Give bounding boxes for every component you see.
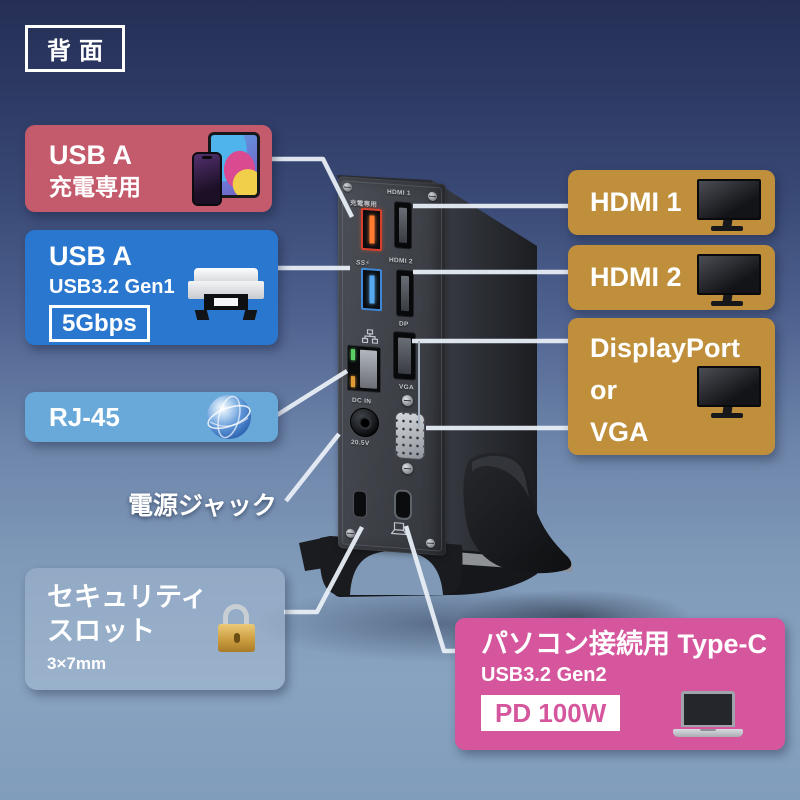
panel-screw <box>343 182 352 193</box>
panel-screw <box>428 191 437 202</box>
panel-screw <box>346 528 355 539</box>
stand-rear-foot-left <box>299 536 337 571</box>
security-slot-port <box>353 490 367 519</box>
line-rj45 <box>275 369 349 417</box>
callout-hdmi1: HDMI 1 <box>568 170 775 235</box>
callout-power-jack: 電源ジャック <box>128 492 277 520</box>
stand-rear-leg <box>455 452 572 574</box>
dp-port-label: DP <box>399 320 409 329</box>
hdmi2-title: HDMI 2 <box>590 262 682 292</box>
speed-badge: 5Gbps <box>49 304 150 342</box>
typec-title: パソコン接続用 Type-C <box>481 629 768 659</box>
globe-icon <box>207 395 251 439</box>
rj45-title: RJ-45 <box>49 401 120 432</box>
vga-screw <box>402 462 413 475</box>
pd-power-badge: PD 100W <box>481 694 621 732</box>
ss-usb-logo: SS⚡ <box>356 259 371 268</box>
hdmi1-port <box>394 201 412 250</box>
usb-charge-title: USB A <box>49 140 133 170</box>
voltage-label: 20.5V <box>351 438 370 448</box>
callout-hdmi2: HDMI 2 <box>568 245 775 310</box>
callout-security-slot: セキュリティ スロット 3×7mm <box>25 568 285 690</box>
callout-usb-a-charge: USB A 充電専用 <box>25 125 272 212</box>
dp-vga-line1: DisplayPort <box>590 333 741 363</box>
usb-charge-subtitle: 充電専用 <box>49 173 141 200</box>
displayport-port <box>393 331 416 381</box>
rj45-port <box>347 344 381 394</box>
usb-a-charge-port <box>361 207 382 252</box>
hdmi2-port <box>396 269 414 318</box>
phone-tablet-icon <box>190 132 260 206</box>
vga-port-label: VGA <box>399 383 414 392</box>
hdmi1-title: HDMI 1 <box>590 187 682 217</box>
laptop-icon <box>673 691 743 738</box>
security-line1: セキュリティ <box>47 582 208 612</box>
vga-screw <box>402 394 413 407</box>
callout-usb-a-gen1: USB A USB3.2 Gen1 5Gbps <box>25 230 278 345</box>
usb-gen1-title: USB A <box>49 241 133 271</box>
printer-icon <box>188 268 264 320</box>
usb-gen1-subtitle: USB3.2 Gen1 <box>49 275 175 298</box>
vga-port <box>395 411 425 461</box>
device-side-face <box>432 180 537 560</box>
dp-vga-line2: or <box>590 374 617 405</box>
callout-dp-vga: DisplayPort or VGA <box>568 318 775 455</box>
dock-rear-panel: 充電専用 SS⚡ DC IN 20.5V HDMI 1 HDMI 2 DP VG… <box>338 176 446 556</box>
monitor-icon <box>697 179 761 231</box>
dc-in-label: DC IN <box>352 397 372 406</box>
line-power-jack <box>284 432 341 503</box>
callout-rj45: RJ-45 <box>25 392 278 442</box>
usb-c-port <box>394 489 412 521</box>
security-line2: スロット <box>47 615 155 646</box>
typec-subtitle: USB3.2 Gen2 <box>481 663 607 686</box>
monitor-icon <box>697 254 761 306</box>
callout-typec: パソコン接続用 Type-C USB3.2 Gen2 PD 100W <box>455 618 785 750</box>
laptop-glyph-icon <box>391 522 407 536</box>
monitor-icon <box>697 366 761 418</box>
usb-a-gen1-port <box>361 267 382 312</box>
security-size: 3×7mm <box>47 653 107 673</box>
lan-icon <box>362 329 378 344</box>
rear-view-badge: 背面 <box>25 25 125 72</box>
panel-screw <box>426 538 435 549</box>
padlock-icon <box>217 604 257 660</box>
dp-vga-line3: VGA <box>590 416 649 447</box>
